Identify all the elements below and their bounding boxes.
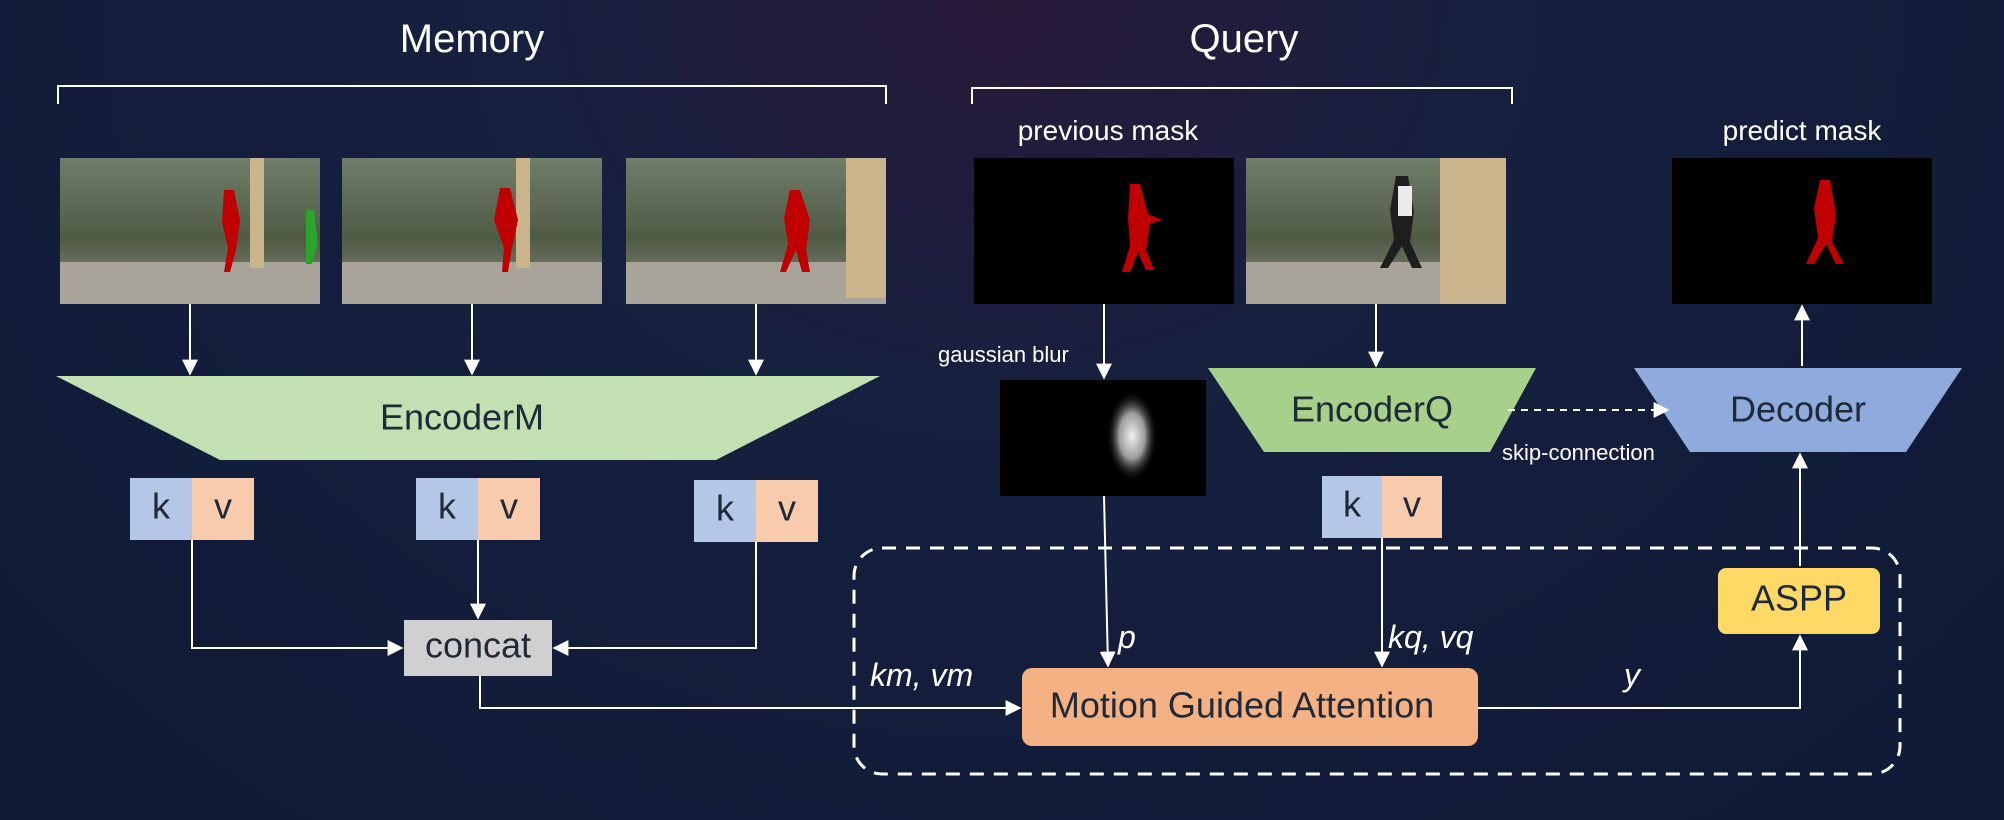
encoder-m-label: EncoderM — [380, 397, 544, 438]
mga-label: Motion Guided Attention — [1050, 685, 1434, 726]
skip-connection-label: skip-connection — [1502, 440, 1655, 465]
query-bracket — [971, 87, 1513, 104]
previous-mask-image — [974, 158, 1234, 304]
arrow-mga-aspp — [1478, 634, 1808, 709]
km-vm-label: km, vm — [870, 657, 973, 693]
encoder-q-label: EncoderQ — [1291, 389, 1453, 430]
predict-mask-image — [1672, 158, 1932, 304]
arrow-kv1-concat — [191, 540, 404, 656]
decoder-block — [1634, 368, 1962, 452]
arrow-kv3-concat — [552, 542, 757, 656]
kq-vq-label: kq, vq — [1388, 619, 1474, 655]
query-kv: k v — [1322, 476, 1442, 538]
mga-block — [1022, 668, 1478, 746]
memory-frame-3 — [626, 158, 886, 304]
memory-frame-2 — [342, 158, 602, 304]
key-box — [1322, 476, 1382, 538]
previous-mask-label: previous mask — [1018, 115, 1200, 146]
concat-block — [404, 620, 552, 676]
aspp-label: ASPP — [1751, 578, 1847, 619]
key-box — [416, 478, 478, 540]
value-label: v — [500, 486, 518, 527]
value-box — [478, 478, 540, 540]
key-box — [694, 480, 756, 542]
key-label: k — [1343, 484, 1362, 525]
value-box — [756, 480, 818, 542]
p-label: p — [1117, 619, 1136, 655]
memory-bracket — [57, 85, 887, 104]
memory-kv-2: k v — [416, 478, 540, 540]
value-label: v — [214, 486, 232, 527]
blurred-mask-image — [1000, 380, 1206, 496]
query-title: Query — [1190, 17, 1299, 61]
y-label: y — [1622, 657, 1642, 693]
arrow-concat-mga — [479, 676, 1022, 716]
concat-label: concat — [425, 625, 531, 666]
key-label: k — [438, 486, 457, 527]
memory-kv-1: k v — [130, 478, 254, 540]
memory-title: Memory — [400, 17, 544, 61]
encoder-m-block — [56, 376, 880, 460]
encoder-q-block — [1208, 368, 1536, 452]
query-frame-image — [1246, 158, 1506, 304]
memory-frame-1 — [60, 158, 320, 304]
decoder-label: Decoder — [1730, 389, 1866, 430]
aspp-block — [1718, 568, 1880, 634]
key-label: k — [716, 488, 735, 529]
key-label: k — [152, 486, 171, 527]
memory-kv-3: k v — [694, 480, 818, 542]
value-box — [192, 478, 254, 540]
arrow-blur-mga — [1099, 495, 1116, 668]
value-label: v — [1403, 484, 1421, 525]
gaussian-blur-label: gaussian blur — [938, 342, 1069, 367]
value-label: v — [778, 488, 796, 529]
value-box — [1382, 476, 1442, 538]
key-box — [130, 478, 192, 540]
predict-mask-label: predict mask — [1723, 115, 1883, 146]
